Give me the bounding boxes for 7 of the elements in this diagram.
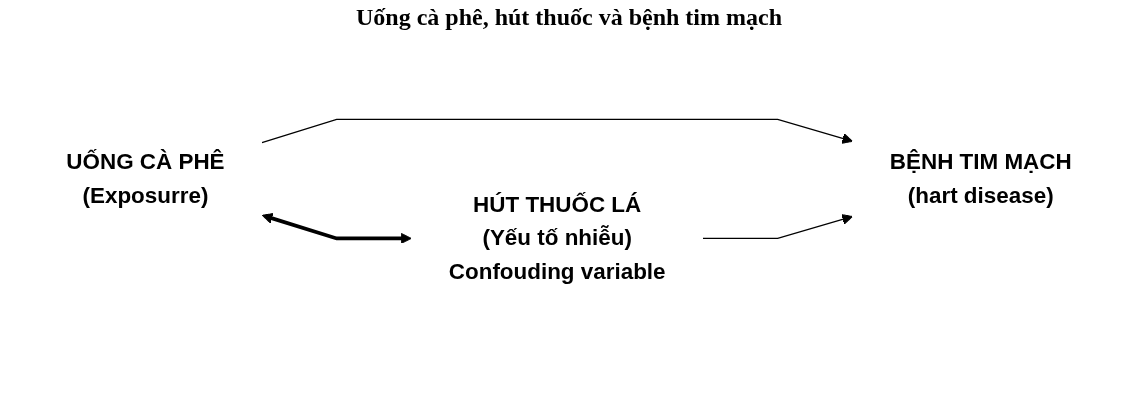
diagram-title: Uống cà phê, hút thuốc và bệnh tim mạch <box>354 4 783 31</box>
node-text: BỆNH TIM MẠCH (hart disease) <box>889 148 1072 208</box>
node-text: UỐNG CÀ PHÊ (Exposurre) <box>66 148 225 208</box>
node-text: HÚT THUỐC LÁ (Yếu tố nhiễu) Confouding variable <box>448 191 666 284</box>
arrow <box>261 118 853 144</box>
arrow <box>702 213 853 239</box>
arrow <box>261 212 412 244</box>
